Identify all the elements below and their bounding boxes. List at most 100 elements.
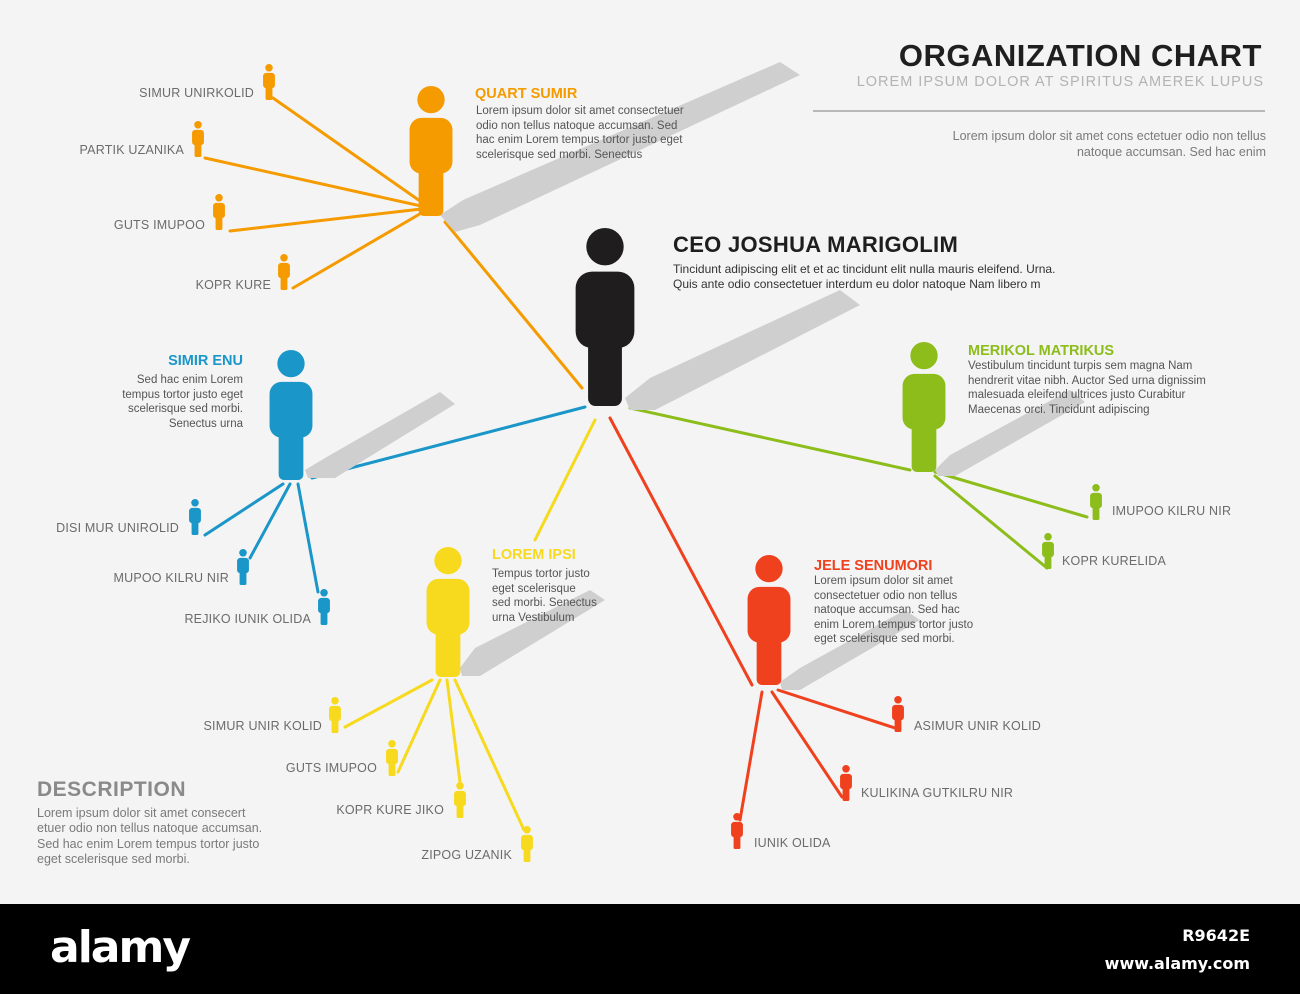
connector-line <box>608 416 754 687</box>
page-title: ORGANIZATION CHART <box>898 38 1262 73</box>
dept-blue-name: SIMIR ENU <box>168 353 243 369</box>
alamy-logo: alamy <box>50 922 191 973</box>
small-person-icon <box>278 254 290 290</box>
org-chart-diagram <box>189 62 1102 862</box>
member-label: ZIPOG UZANIK <box>421 848 512 862</box>
desc-line: scelerisque sed morbi. Senectus <box>476 148 643 161</box>
connector-line <box>533 418 597 542</box>
connector-line <box>443 220 584 390</box>
connector-line <box>738 690 764 822</box>
description-body: Lorem ipsum dolor sit amet consecert etu… <box>37 806 327 868</box>
ceo-name: CEO JOSHUA MARIGOLIM <box>673 232 959 257</box>
connector-line <box>933 470 1089 519</box>
member-label: DISI MUR UNIROLID <box>56 521 179 535</box>
member-label: KULIKINA GUTKILRU NIR <box>861 786 1014 800</box>
org-chart-canvas: ORGANIZATION CHART LOREM IPSUM DOLOR AT … <box>37 38 1266 868</box>
desc-line: eget scelerisque <box>492 582 576 595</box>
connector-line <box>271 96 432 210</box>
description-line: etuer odio non tellus natoque accumsan. <box>37 821 263 836</box>
dept-orange-description: Lorem ipsum dolor sit amet consectetuer … <box>476 104 684 162</box>
desc-line: Maecenas orci. Tincidunt adipiscing <box>968 403 1150 416</box>
desc-line: Lorem ipsum dolor sit amet <box>814 575 953 587</box>
alamy-url: www.alamy.com <box>1104 954 1250 973</box>
desc-line: Lorem ipsum dolor sit amet consectetuer <box>476 105 684 117</box>
connector-line <box>445 678 462 784</box>
person-icon <box>426 547 470 677</box>
description-line: Sed hac enim Lorem tempus tortor justo <box>37 836 260 851</box>
desc-line: malesuada eleifend ultrices justo Curabi… <box>968 389 1186 402</box>
desc-line: Sed hac enim Lorem <box>136 374 243 386</box>
connector-line <box>310 405 587 480</box>
member-label: PARTIK UZANIKA <box>79 143 184 157</box>
dept-blue-description: Sed hac enim Lorem tempus tortor justo e… <box>73 373 243 431</box>
description-line: Lorem ipsum dolor sit amet consecert <box>37 806 246 820</box>
connector-line <box>770 690 844 799</box>
connector-line <box>933 474 1049 570</box>
member-label: KOPR KURE JIKO <box>336 803 444 817</box>
small-person-icon <box>731 813 743 849</box>
desc-line: eget scelerisque sed morbi. <box>814 633 955 646</box>
desc-line: Senectus urna <box>168 417 243 430</box>
header-divider <box>813 110 1265 112</box>
small-person-icon <box>454 782 466 818</box>
dept-green-description: Vestibulum tincidunt turpis sem magna Na… <box>968 359 1206 417</box>
connector-line <box>248 482 292 560</box>
connector-line <box>203 156 432 210</box>
intro-line: Lorem ipsum dolor sit amet cons ectetuer… <box>952 129 1266 143</box>
desc-line: odio non tellus natoque accumsan. Sed <box>476 119 678 132</box>
stock-footer-bar: alamy R9642E www.alamy.com <box>0 904 1300 994</box>
figure-shadow <box>440 62 800 232</box>
small-person-icon <box>318 589 330 625</box>
member-label: REJIKO IUNIK OLIDA <box>184 612 311 626</box>
member-label: GUTS IMUPOO <box>113 218 205 232</box>
dept-yellow-name: LOREM IPSI <box>492 547 576 563</box>
dept-red-name: JELE SENUMORI <box>814 558 933 574</box>
page-subtitle: LOREM IPSUM DOLOR AT SPIRITUS AMEREK LUP… <box>856 74 1264 90</box>
connector-line <box>396 678 442 774</box>
member-label: IMUPOO KILRU NIR <box>1112 504 1232 518</box>
person-icon <box>902 342 946 472</box>
member-label: GUTS IMUPOO <box>285 761 377 775</box>
small-person-icon <box>1090 484 1102 520</box>
person-icon <box>409 86 453 216</box>
image-id: R9642E <box>1182 926 1250 945</box>
ceo-desc-line: Tincidunt adipiscing elit et et ac tinci… <box>673 262 1056 276</box>
small-person-icon <box>386 740 398 776</box>
small-person-icon <box>237 549 249 585</box>
desc-line: hac enim Lorem tempus tortor justo eget <box>476 134 683 147</box>
desc-line: scelerisque sed morbi. <box>127 403 243 416</box>
member-label: ASIMUR UNIR KOLID <box>914 719 1042 733</box>
description-line: eget scelerisque sed morbi. <box>37 852 190 867</box>
figure-shadow <box>625 290 860 410</box>
small-person-icon <box>192 121 204 157</box>
small-person-icon <box>892 696 904 732</box>
connector-line <box>296 482 320 594</box>
figure-shadow <box>935 390 1085 476</box>
desc-line: hendrerit vitae nibh. Auctor Sed urna di… <box>968 374 1206 387</box>
desc-line: natoque accumsan. Sed hac <box>814 604 960 617</box>
intro-line: natoque accumsan. Sed hac enim <box>1076 145 1266 159</box>
connector-line <box>228 206 432 233</box>
member-label: IUNIK OLIDA <box>754 836 831 850</box>
desc-line: consectetuer odio non tellus <box>814 589 958 602</box>
small-person-icon <box>329 697 341 733</box>
dept-green-name: MERIKOL MATRIKUS <box>968 343 1115 359</box>
connector-line <box>776 688 897 730</box>
connector-line <box>291 206 432 290</box>
small-person-icon <box>263 64 275 100</box>
desc-line: sed morbi. Senectus <box>492 597 597 610</box>
ceo-desc-line: Quis ante odio consectetuer interdum eu … <box>673 277 1041 291</box>
connector-line <box>453 678 526 832</box>
dept-orange-name: QUART SUMIR <box>475 86 578 102</box>
intro-text: Lorem ipsum dolor sit amet cons ectetuer… <box>846 128 1266 160</box>
small-person-icon <box>521 826 533 862</box>
connector-line <box>343 678 434 729</box>
member-label: MUPOO KILRU NIR <box>113 571 229 585</box>
member-label: SIMUR UNIR KOLID <box>203 719 322 733</box>
dept-yellow-description: Tempus tortor justo eget scelerisque sed… <box>492 567 597 625</box>
desc-line: Vestibulum tincidunt turpis sem magna Na… <box>968 360 1193 372</box>
person-icon <box>747 555 791 685</box>
member-label: SIMUR UNIRKOLID <box>139 86 254 100</box>
person-icon <box>269 350 313 480</box>
description-heading: DESCRIPTION <box>37 778 187 801</box>
